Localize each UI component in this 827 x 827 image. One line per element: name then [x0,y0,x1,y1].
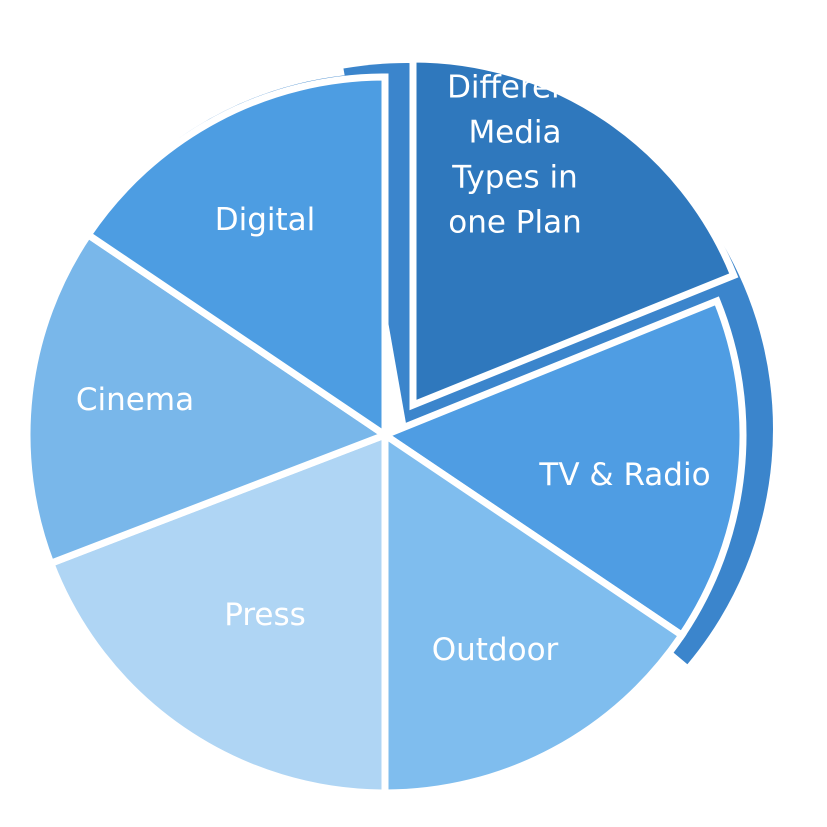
segment-label: Media [468,115,561,151]
segment-label: TV & Radio [538,457,710,493]
segment-label: one Plan [448,205,582,241]
segment-label: Digital [215,202,316,238]
segment-label: Outdoor [432,632,559,668]
segment-outdoor [381,428,687,797]
segment-digital [83,73,389,442]
segment-label: Press [224,597,306,633]
segment-label: Types in [451,160,577,196]
segment-cinema [23,229,393,568]
segment-label: Cinema [76,382,194,418]
segment-different-media-types-in-one-plan [409,55,739,411]
segment-press [46,429,389,797]
segment-tv-radio [377,296,747,641]
segment-label: Different [447,70,583,106]
